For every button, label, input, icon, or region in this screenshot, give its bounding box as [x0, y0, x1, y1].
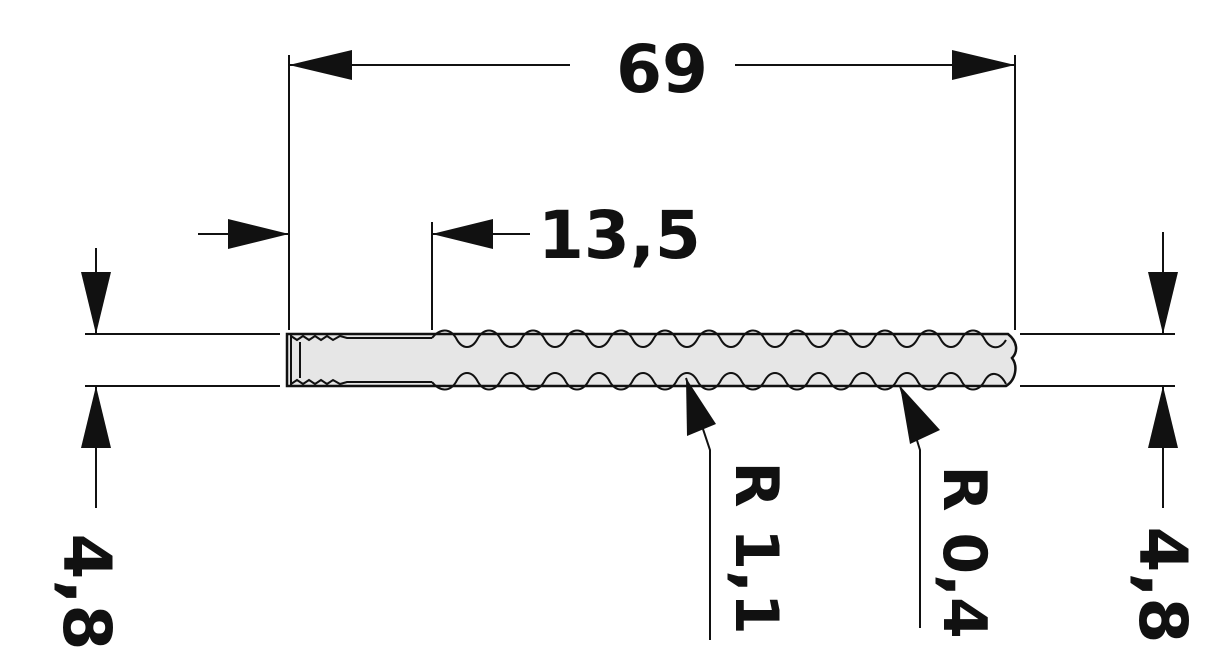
threaded-end: [290, 334, 432, 386]
groove-profile: [431, 329, 1007, 391]
overall-length-label: 69: [616, 31, 708, 108]
extension-lines: [85, 55, 1175, 387]
radius-large-label: R 1,1: [721, 461, 791, 634]
radius-small-callout: R 0,4: [899, 385, 999, 639]
overall-length-dimension: 69: [289, 31, 1015, 108]
thread-length-label: 13,5: [538, 197, 701, 274]
thickness-left-label: 4,8: [48, 534, 125, 651]
radius-small-label: R 0,4: [929, 465, 999, 638]
thickness-dimension-left: 4,8: [48, 248, 125, 650]
thread-length-dimension: 13,5: [198, 197, 701, 274]
thickness-dimension-right: 4,8: [1124, 232, 1201, 643]
thickness-right-label: 4,8: [1124, 527, 1201, 644]
radius-large-callout: R 1,1: [685, 377, 791, 640]
